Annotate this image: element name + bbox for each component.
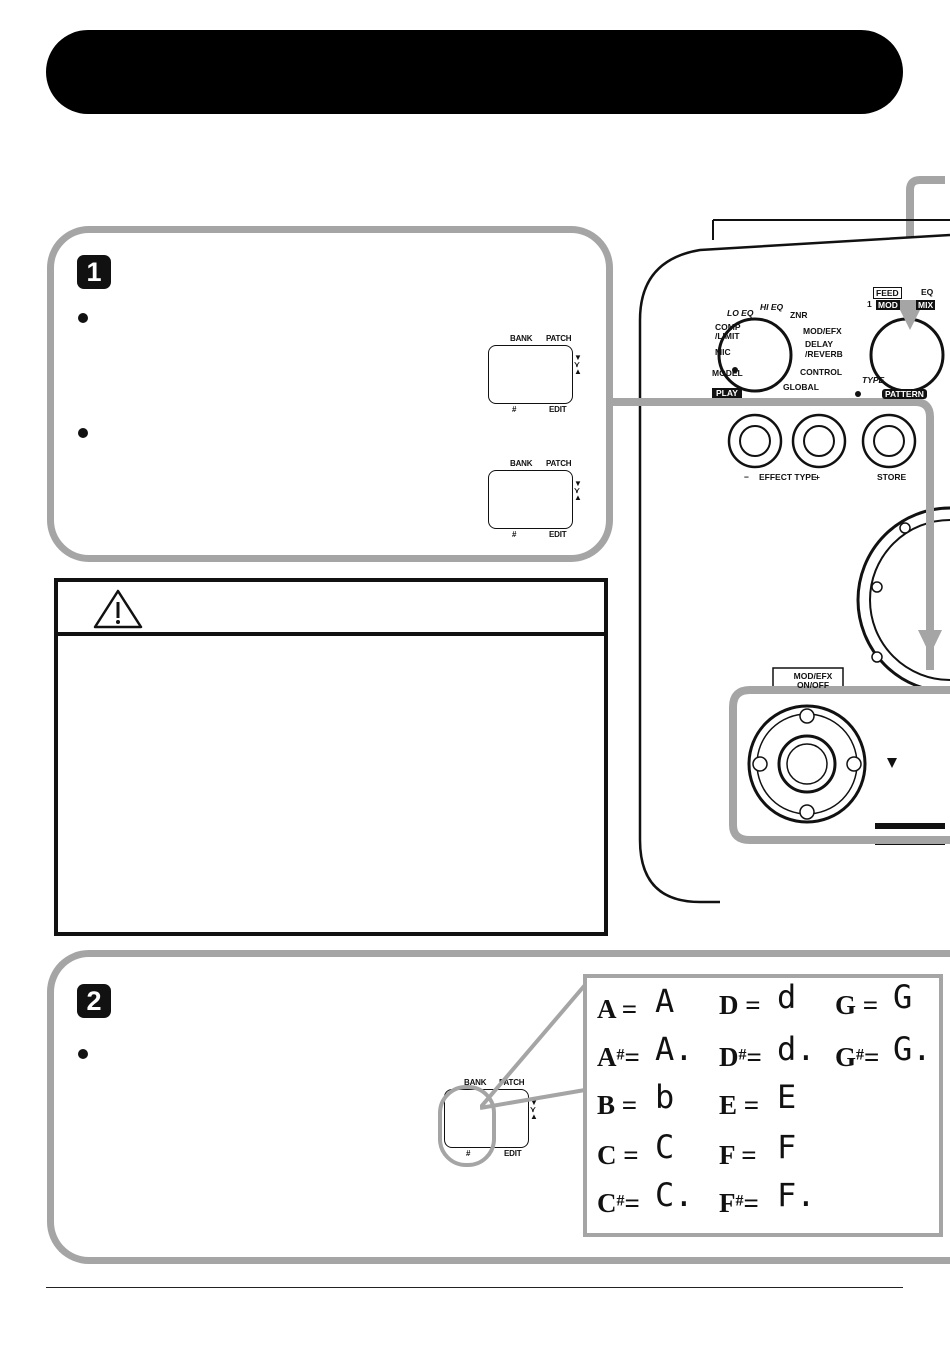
label-znr: ZNR [790,310,808,320]
seg-b: b [655,1078,675,1116]
label-eq: EQ [921,287,934,297]
label-feed: FEED [873,287,902,299]
label-delay-reverb: DELAY /REVERB [805,339,843,359]
lcd-label-patch: PATCH [546,334,572,343]
seg-a: A [655,982,675,1020]
warning-icon [93,589,143,629]
bullet [78,428,88,438]
note-c-sharp: C#= C. [597,1176,694,1218]
lcd-arrows: ▼⋎▲ [574,353,582,376]
seg-e: E [777,1078,797,1116]
lcd-label-sharp: # [512,530,517,539]
label-effect-type: EFFECT TYPE [759,472,817,482]
note-table: A = A D = d G = G A#= A. D#= d. G#= G. B… [583,974,943,1237]
label-lo-eq: LO EQ [727,308,754,318]
label-play: PLAY [712,388,742,398]
step-2-number: 2 [77,984,111,1018]
seg-g: G [893,978,913,1016]
label-mod: MOD [876,300,900,310]
table-connector [480,983,587,1110]
label-plus: + [815,472,820,482]
step-1-number: 1 [77,255,111,289]
note-d: D = d [719,978,797,1020]
seg-d: d [777,978,797,1016]
lcd-label-patch: PATCH [499,1078,525,1087]
lcd-display [488,470,573,529]
lcd-label-edit: EDIT [504,1149,522,1158]
seg-a-sharp: A. [655,1030,694,1068]
seg-d-sharp: d. [777,1030,816,1068]
lcd-label-bank: BANK [464,1078,487,1087]
bullet [78,1049,88,1059]
label-1: 1 [867,299,872,309]
seg-c-sharp: C. [655,1176,694,1214]
lcd-arrows: ▼⋎▲ [530,1098,538,1121]
note-f-sharp: F#= F. [719,1176,816,1218]
label-type: TYPE [862,375,885,385]
caution-header [58,582,604,636]
note-b: B = b [597,1078,675,1120]
label-minus: − [744,472,749,482]
lcd-label-edit: EDIT [549,405,567,414]
seg-g-sharp: G. [893,1030,932,1068]
note-a: A = A [597,982,675,1024]
lcd-arrows: ▼⋎▲ [574,479,582,502]
label-model: MODEL [712,368,743,378]
step-1-box: 1 BANK PATCH ▼⋎▲ # EDIT BANK PATCH ▼⋎▲ #… [47,226,613,562]
lcd-label-patch: PATCH [546,459,572,468]
note-a-sharp: A#= A. [597,1030,694,1072]
label-mix: MIX [916,300,936,310]
lcd-display [488,345,573,404]
note-e: E = E [719,1078,797,1120]
seg-f: F [777,1128,797,1166]
lcd-label-sharp: # [512,405,517,414]
note-d-sharp: D#= d. [719,1030,816,1072]
bullet [78,313,88,323]
note-f: F = F [719,1128,797,1170]
footer-rule [46,1287,903,1288]
device-illustration [610,176,950,904]
label-comp-limit: COMP /LIMIT [715,322,741,341]
label-store: STORE [877,472,907,482]
label-hi-eq: HI EQ [760,302,784,312]
label-global: GLOBAL [783,382,819,392]
seg-c: C [655,1128,675,1166]
label-pattern: PATTERN [882,389,927,399]
label-control: CONTROL [800,367,843,377]
lcd-label-bank: BANK [510,334,533,343]
lcd-highlight [438,1085,496,1167]
label-mod-efx-onoff: MOD/EFX ON/OFF [793,671,833,690]
seg-f-sharp: F. [777,1176,816,1214]
caution-box [54,578,608,936]
label-mod-efx: MOD/EFX [803,326,842,336]
lcd-label-edit: EDIT [549,530,567,539]
label-mic: MIC [715,347,731,357]
lcd-label-bank: BANK [510,459,533,468]
title-bar [46,30,903,114]
note-c: C = C [597,1128,675,1170]
note-g-sharp: G#= G. [835,1030,932,1072]
note-g: G = G [835,978,913,1020]
